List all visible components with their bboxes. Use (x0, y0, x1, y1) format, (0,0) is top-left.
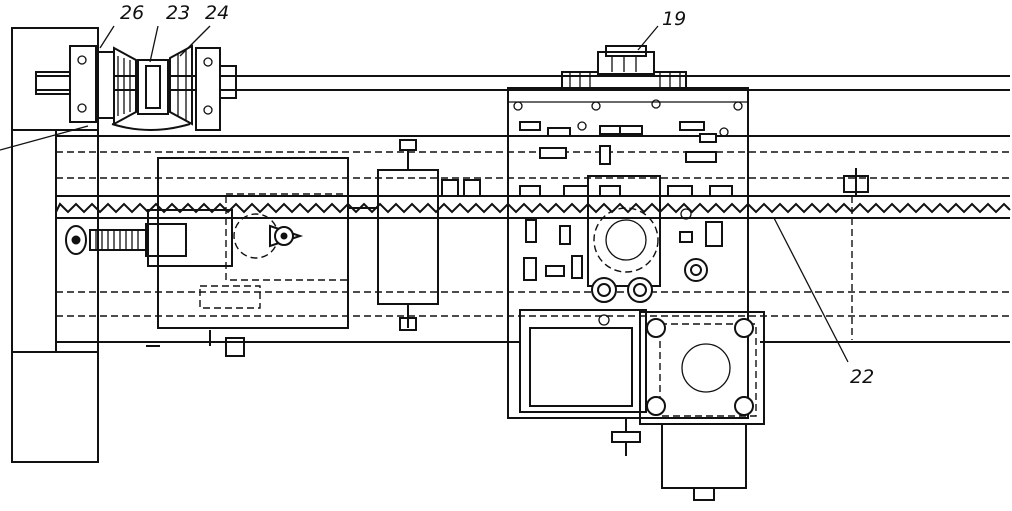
label-part-26: 26 (120, 2, 145, 24)
adjusting-screw (65, 209, 233, 267)
label-part-24: 24 (205, 2, 230, 24)
top-drive-shaft (35, 71, 1010, 95)
label-part-22: 22 (850, 366, 875, 388)
leader-lines (0, 25, 849, 363)
left-carriage (146, 157, 349, 357)
rack-end-fitting (843, 168, 869, 196)
control-panel (507, 45, 749, 419)
valve-cylinder (348, 139, 481, 331)
toothed-rack (55, 202, 1011, 219)
bevel-gear-unit (69, 44, 237, 131)
label-part-19: 19 (662, 8, 687, 30)
motor-housing (611, 311, 765, 501)
label-part-23: 23 (166, 2, 191, 24)
